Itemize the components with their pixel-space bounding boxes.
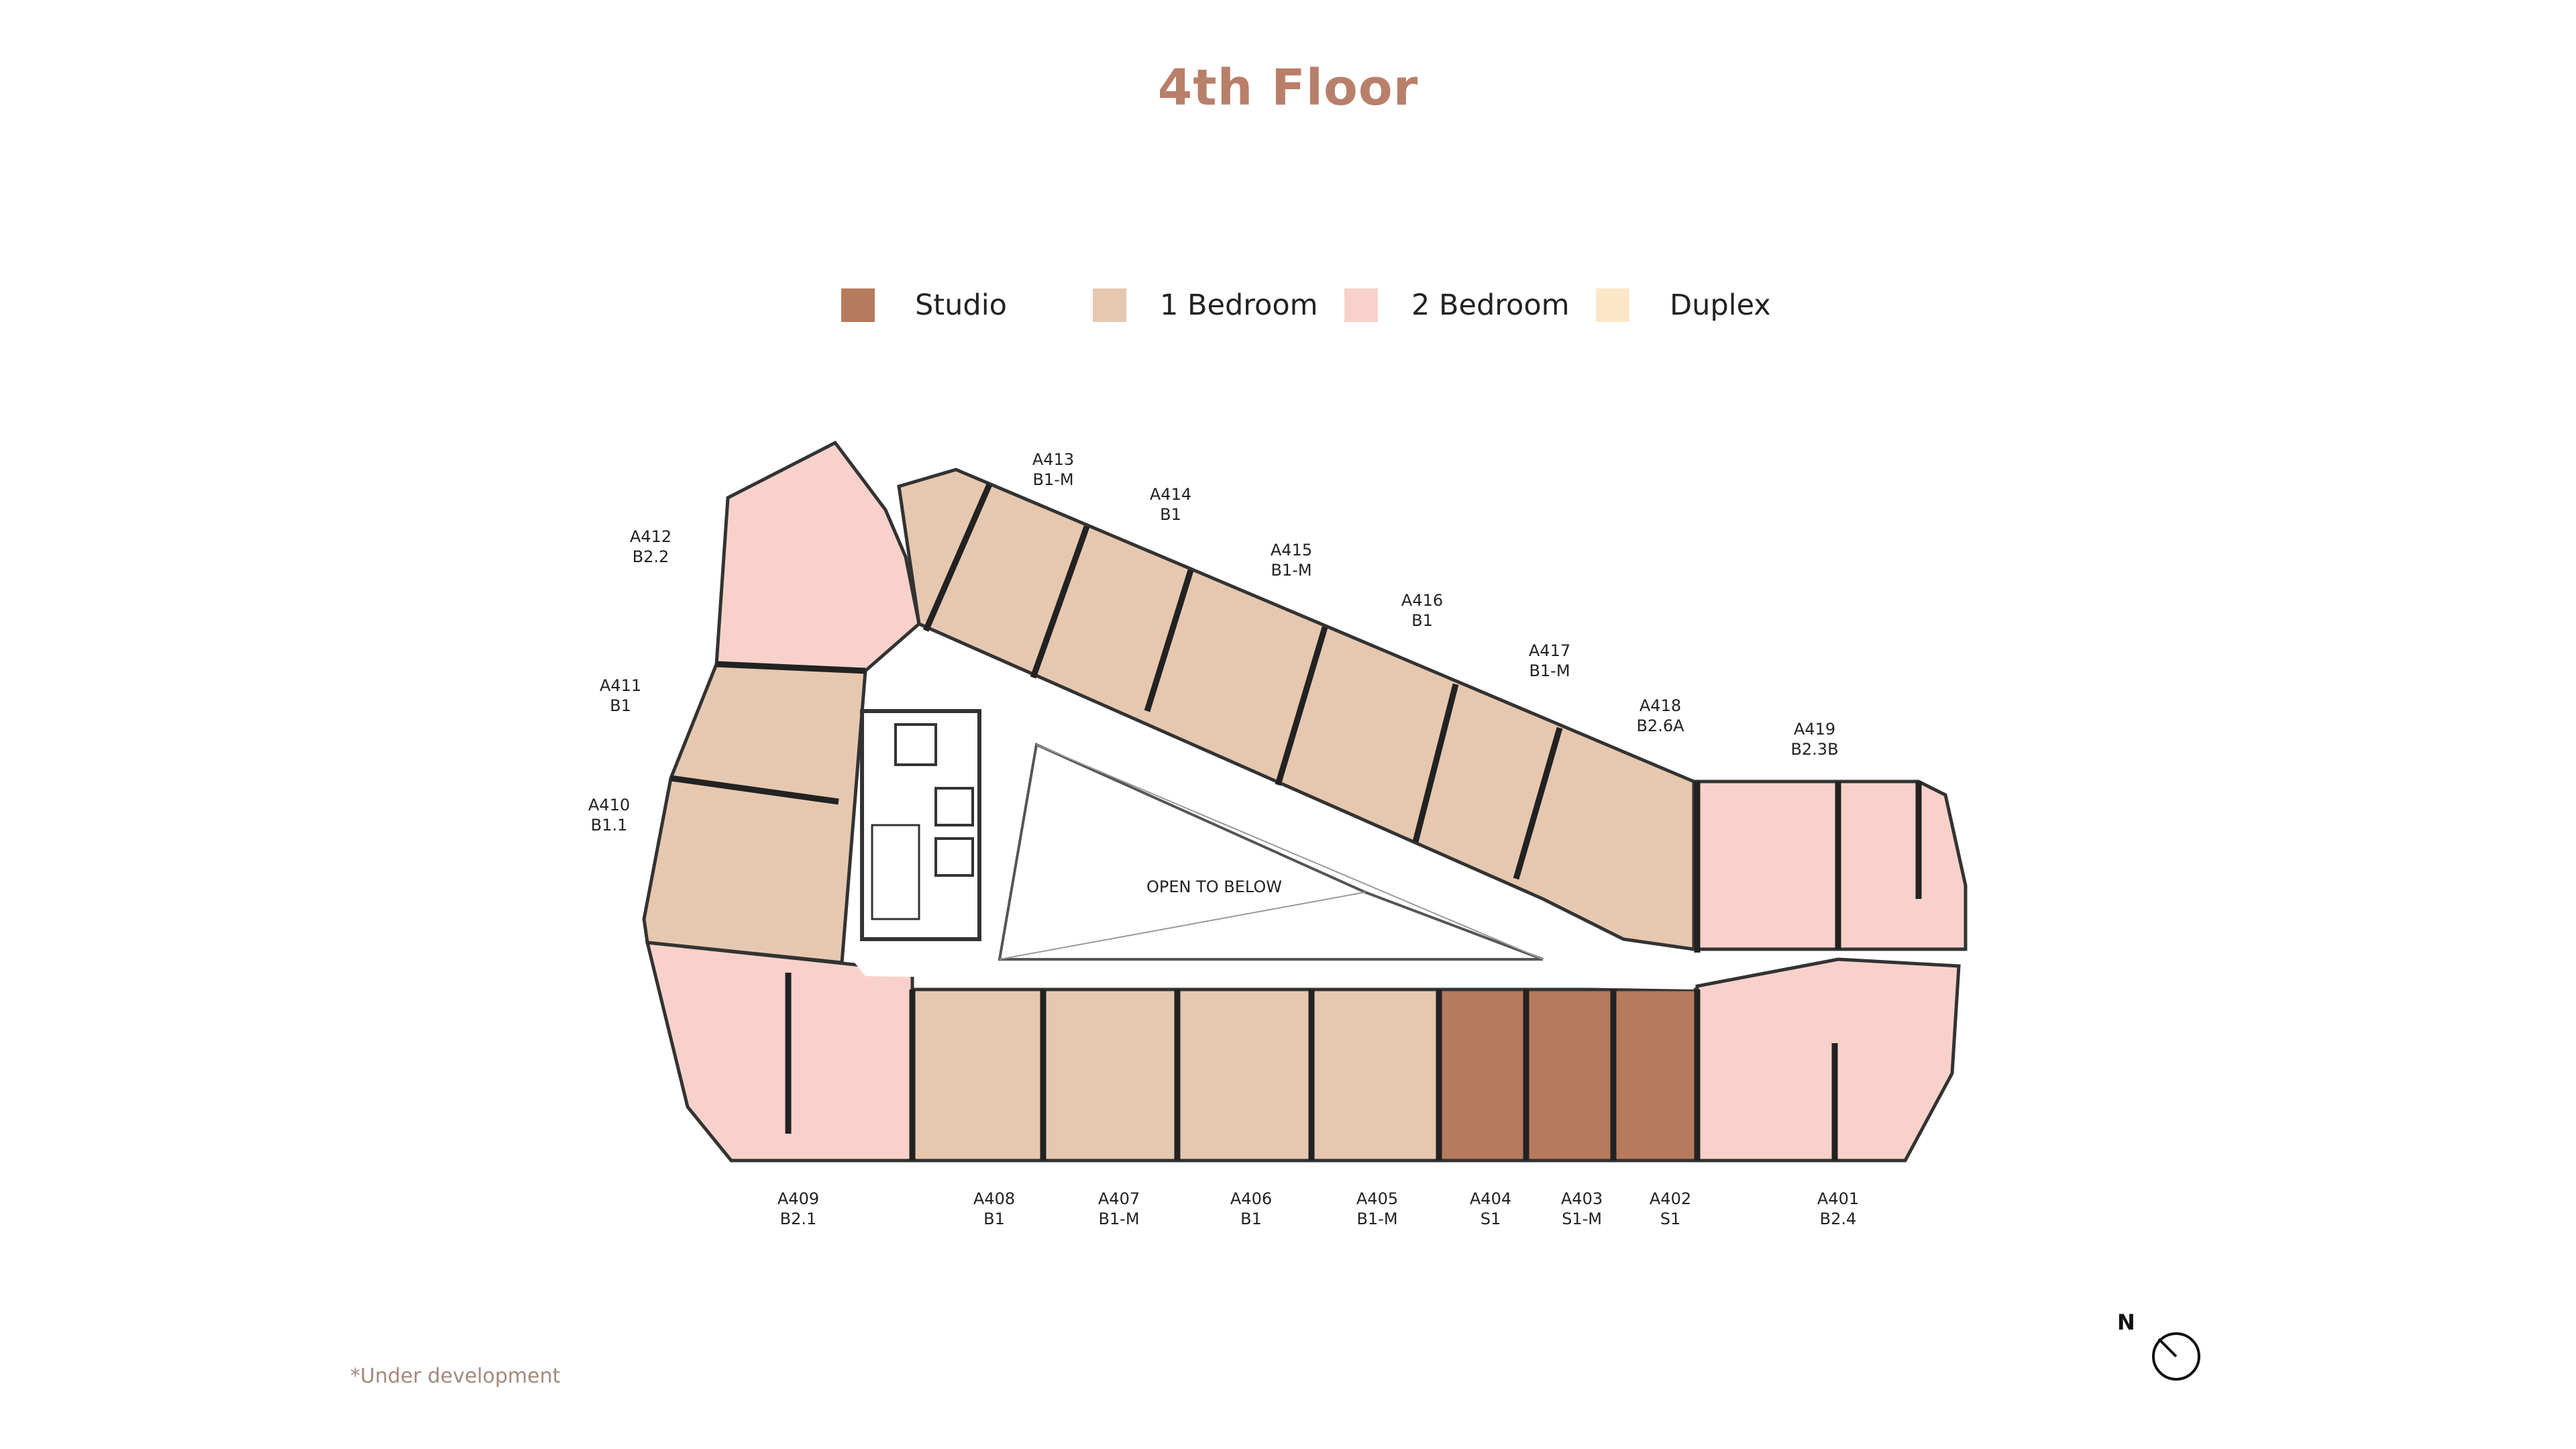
legend-label-2-bedroom: 2 Bedroom <box>1411 288 1570 322</box>
unit-type-a413: B1-M <box>1032 470 1073 489</box>
unit-type-a409: B2.1 <box>780 1210 817 1228</box>
unit-type-a412: B2.2 <box>633 547 669 566</box>
unit-type-a405: B1-M <box>1356 1210 1397 1228</box>
unit-code-a402: A402 <box>1650 1189 1691 1208</box>
legend-item-studio: Studio <box>841 285 1007 325</box>
unit-type-a406: B1 <box>1240 1210 1262 1228</box>
unit-code-a413: A413 <box>1032 450 1074 469</box>
unit-code-a409: A409 <box>777 1189 819 1208</box>
unit-type-a408: B1 <box>983 1210 1005 1228</box>
legend-item-duplex: Duplex <box>1596 285 1771 325</box>
unit-a413-a418-wing[interactable] <box>897 468 1696 951</box>
unit-labels: A413 B1-M A414 B1 A415 B1-M A416 B1 A417… <box>588 450 1859 1228</box>
compass-icon <box>2152 1332 2200 1381</box>
unit-type-a404: S1 <box>1481 1210 1501 1228</box>
unit-code-a407: A407 <box>1098 1189 1140 1208</box>
unit-type-a410: B1.1 <box>591 816 628 835</box>
unit-code-a403: A403 <box>1561 1189 1603 1208</box>
unit-type-a418: B2.6A <box>1636 716 1684 735</box>
unit-code-a418: A418 <box>1640 696 1681 715</box>
unit-code-a416: A416 <box>1401 591 1443 610</box>
unit-type-a414: B1 <box>1160 505 1181 524</box>
legend-swatch-studio <box>841 288 875 322</box>
open-to-below-label: OPEN TO BELOW <box>1146 877 1282 896</box>
unit-type-a403: S1-M <box>1562 1210 1602 1228</box>
under-development-note: *Under development <box>350 1364 561 1388</box>
unit-type-a411: B1 <box>610 696 631 715</box>
unit-code-a410: A410 <box>588 796 630 814</box>
unit-type-a419: B2.3B <box>1790 740 1838 759</box>
unit-code-a404: A404 <box>1470 1189 1511 1208</box>
unit-code-a417: A417 <box>1529 641 1570 660</box>
unit-a404-a402-row[interactable] <box>1437 987 1699 1163</box>
unit-code-a405: A405 <box>1356 1189 1398 1208</box>
north-label: N <box>2117 1309 2135 1335</box>
legend-label-1-bedroom: 1 Bedroom <box>1160 288 1318 322</box>
unit-type-a401: B2.4 <box>1820 1210 1857 1228</box>
unit-code-a411: A411 <box>600 676 641 695</box>
unit-code-a401: A401 <box>1817 1189 1859 1208</box>
legend-label-duplex: Duplex <box>1670 288 1771 322</box>
page-title: 4th Floor <box>1157 59 1419 117</box>
unit-type-a416: B1 <box>1411 611 1433 630</box>
unit-a401-area[interactable] <box>1695 957 1961 1163</box>
unit-type-a407: B1-M <box>1098 1210 1139 1228</box>
unit-code-a406: A406 <box>1230 1189 1272 1208</box>
legend-item-1-bedroom: 1 Bedroom <box>1093 285 1318 325</box>
unit-a419-area[interactable] <box>1692 780 1968 951</box>
north-indicator: N <box>2117 1309 2218 1410</box>
unit-code-a414: A414 <box>1150 485 1191 504</box>
unit-code-a415: A415 <box>1271 541 1312 559</box>
legend-swatch-duplex <box>1596 288 1629 322</box>
legend-label-studio: Studio <box>915 288 1007 322</box>
unit-type-a402: S1 <box>1660 1210 1681 1228</box>
unit-type-a417: B1-M <box>1529 661 1570 680</box>
legend-item-2-bedroom: 2 Bedroom <box>1344 285 1570 325</box>
unit-code-a419: A419 <box>1794 720 1835 739</box>
legend-swatch-1-bedroom <box>1093 288 1126 322</box>
unit-a411-a410-area[interactable] <box>642 662 867 965</box>
unit-code-a408: A408 <box>973 1189 1015 1208</box>
unit-type-a415: B1-M <box>1271 561 1311 580</box>
unit-a412-area[interactable] <box>714 440 921 673</box>
legend-swatch-2-bedroom <box>1344 288 1378 322</box>
unit-code-a412: A412 <box>630 527 672 546</box>
